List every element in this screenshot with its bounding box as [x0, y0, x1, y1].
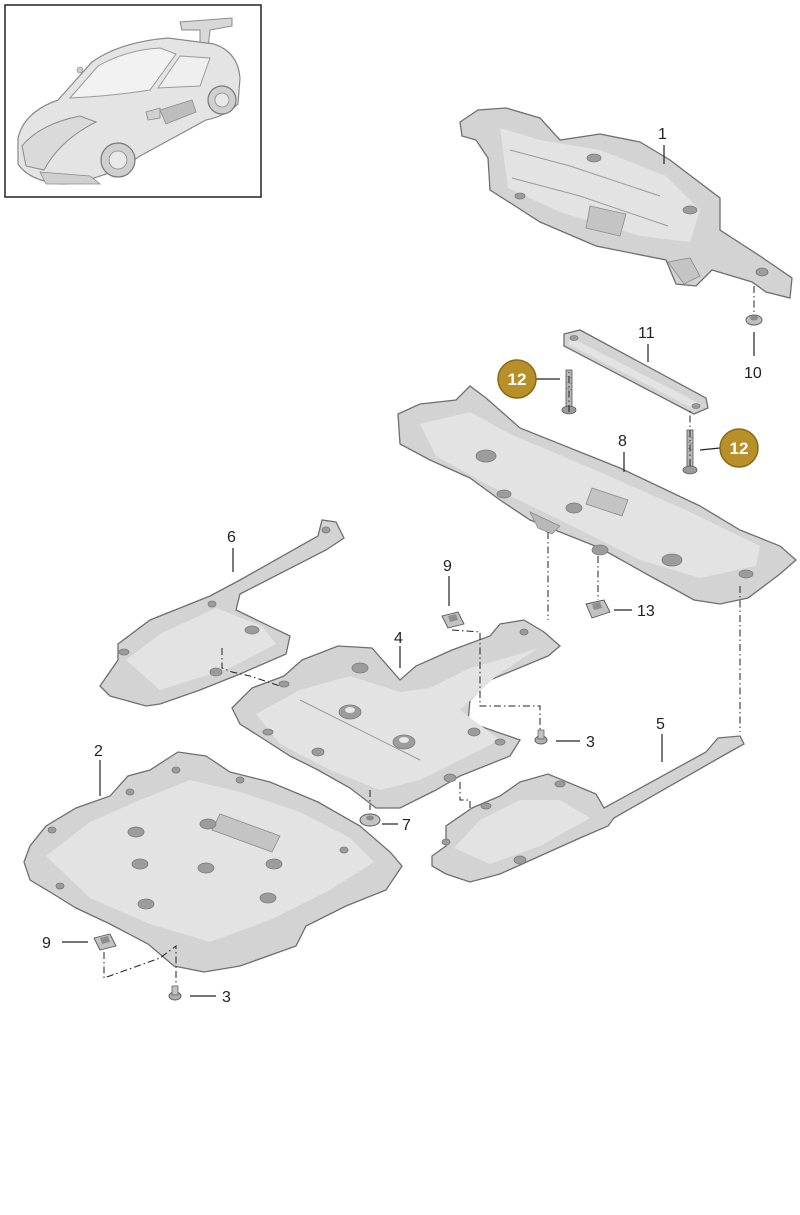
part-1-rear-underbody-shield[interactable] — [459, 107, 793, 299]
callout-9-lower[interactable]: 9 — [42, 935, 51, 952]
part-10-nut[interactable] — [745, 314, 763, 326]
part-13-clip[interactable] — [585, 599, 611, 619]
part-9-clip-upper[interactable] — [441, 611, 465, 629]
part-6-left-side-panel[interactable] — [99, 519, 345, 707]
part-7-nut[interactable] — [359, 813, 381, 827]
callout-3-lower[interactable]: 3 — [222, 989, 231, 1006]
badge-12-left-label: 12 — [508, 370, 527, 389]
callout-7[interactable]: 7 — [402, 817, 411, 834]
callout-5[interactable]: 5 — [656, 716, 665, 733]
part-8-center-underbody-shield[interactable] — [397, 385, 797, 605]
assembly-lines — [103, 286, 755, 986]
callout-1[interactable]: 1 — [658, 126, 667, 143]
part-9-clip-lower[interactable] — [93, 933, 117, 951]
callout-3-upper[interactable]: 3 — [586, 734, 595, 751]
callout-4[interactable]: 4 — [394, 630, 403, 647]
callout-2[interactable]: 2 — [94, 743, 103, 760]
leader-lines — [62, 145, 755, 997]
callout-8[interactable]: 8 — [618, 433, 627, 450]
part-2-front-floor-panel[interactable] — [23, 751, 403, 973]
callout-9-upper[interactable]: 9 — [443, 558, 452, 575]
part-3-nut-upper[interactable] — [534, 729, 548, 745]
car-thumbnail-icon — [17, 17, 241, 185]
part-11-brace[interactable] — [563, 329, 709, 415]
callout-11[interactable]: 11 — [638, 325, 655, 342]
callout-6[interactable]: 6 — [227, 529, 236, 546]
badge-12-left[interactable]: 12 — [497, 359, 537, 399]
part-4-center-floor-panel[interactable] — [231, 619, 562, 809]
callout-10[interactable]: 10 — [744, 365, 762, 382]
callout-13[interactable]: 13 — [637, 603, 655, 620]
part-3-nut-lower[interactable] — [168, 985, 182, 1001]
callout-labels: 1 10 11 8 6 9 13 4 3 5 2 7 9 3 — [42, 126, 762, 1006]
badge-12-right-label: 12 — [730, 439, 749, 458]
badge-12-right[interactable]: 12 — [719, 428, 759, 468]
part-5-right-side-panel[interactable] — [431, 735, 745, 883]
car-thumbnail[interactable] — [4, 4, 262, 198]
